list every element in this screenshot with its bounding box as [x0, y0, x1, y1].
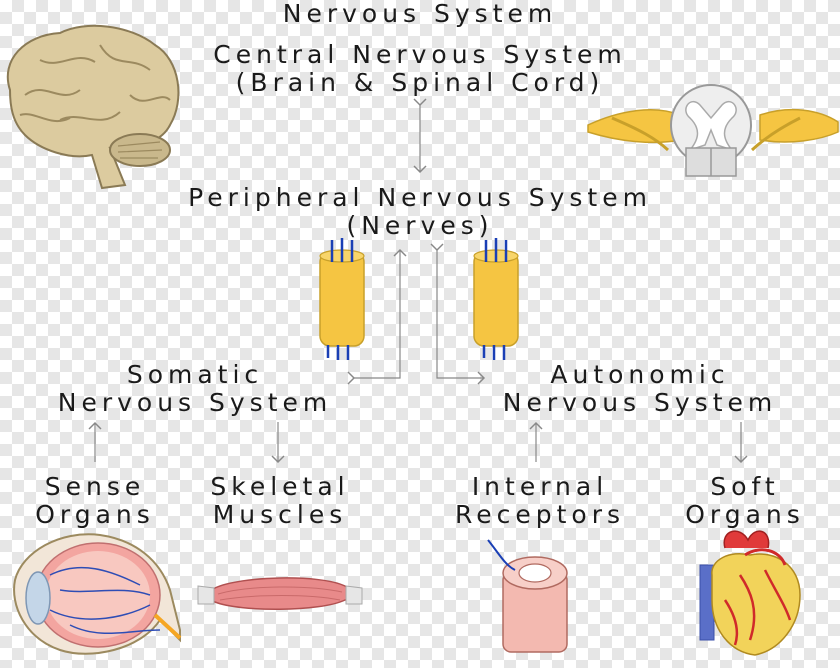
cns-label: Central Nervous System (Brain & Spinal C… [200, 41, 640, 97]
brain-icon [6, 24, 180, 190]
skeletal-line1: Skeletal [210, 472, 350, 501]
pns-label: Peripheral Nervous System (Nerves) [160, 184, 680, 240]
autonomic-line2: Nervous System [502, 388, 778, 417]
soft-line1: Soft [710, 472, 780, 501]
cns-line1: Central Nervous System [213, 40, 627, 69]
internal-line1: Internal [471, 472, 609, 501]
cns-line2: (Brain & Spinal Cord) [235, 68, 605, 97]
somatic-line1: Somatic [126, 360, 264, 389]
somatic-arrow [347, 248, 407, 385]
soft-line2: Organs [685, 500, 805, 529]
internal-line2: Receptors [454, 500, 626, 529]
heart-icon [699, 530, 801, 656]
nerve-bundle-icon [319, 238, 365, 360]
skeletal-line2: Muscles [212, 500, 348, 529]
sense-organs-label: Sense Organs [10, 473, 180, 529]
internal-receptors-label: Internal Receptors [440, 473, 640, 529]
skeletal-muscles-label: Skeletal Muscles [195, 473, 365, 529]
somatic-label: Somatic Nervous System [40, 361, 350, 417]
sense-line1: Sense [44, 472, 146, 501]
spinal-cord-icon [587, 84, 839, 177]
eye-icon [13, 533, 182, 655]
muscle-icon [197, 577, 363, 610]
soft-organs-label: Soft Organs [660, 473, 830, 529]
nerve-bundle-icon [473, 238, 519, 360]
autonomic-arrow [430, 243, 486, 385]
blood-vessel-icon [487, 539, 568, 653]
arrows [88, 98, 748, 464]
pns-line2: (Nerves) [346, 211, 494, 240]
page-title: Nervous System [282, 0, 558, 28]
sense-line2: Organs [35, 500, 155, 529]
autonomic-line1: Autonomic [550, 360, 730, 389]
pns-line1: Peripheral Nervous System [188, 183, 652, 212]
autonomic-label: Autonomic Nervous System [490, 361, 790, 417]
somatic-line2: Nervous System [57, 388, 333, 417]
